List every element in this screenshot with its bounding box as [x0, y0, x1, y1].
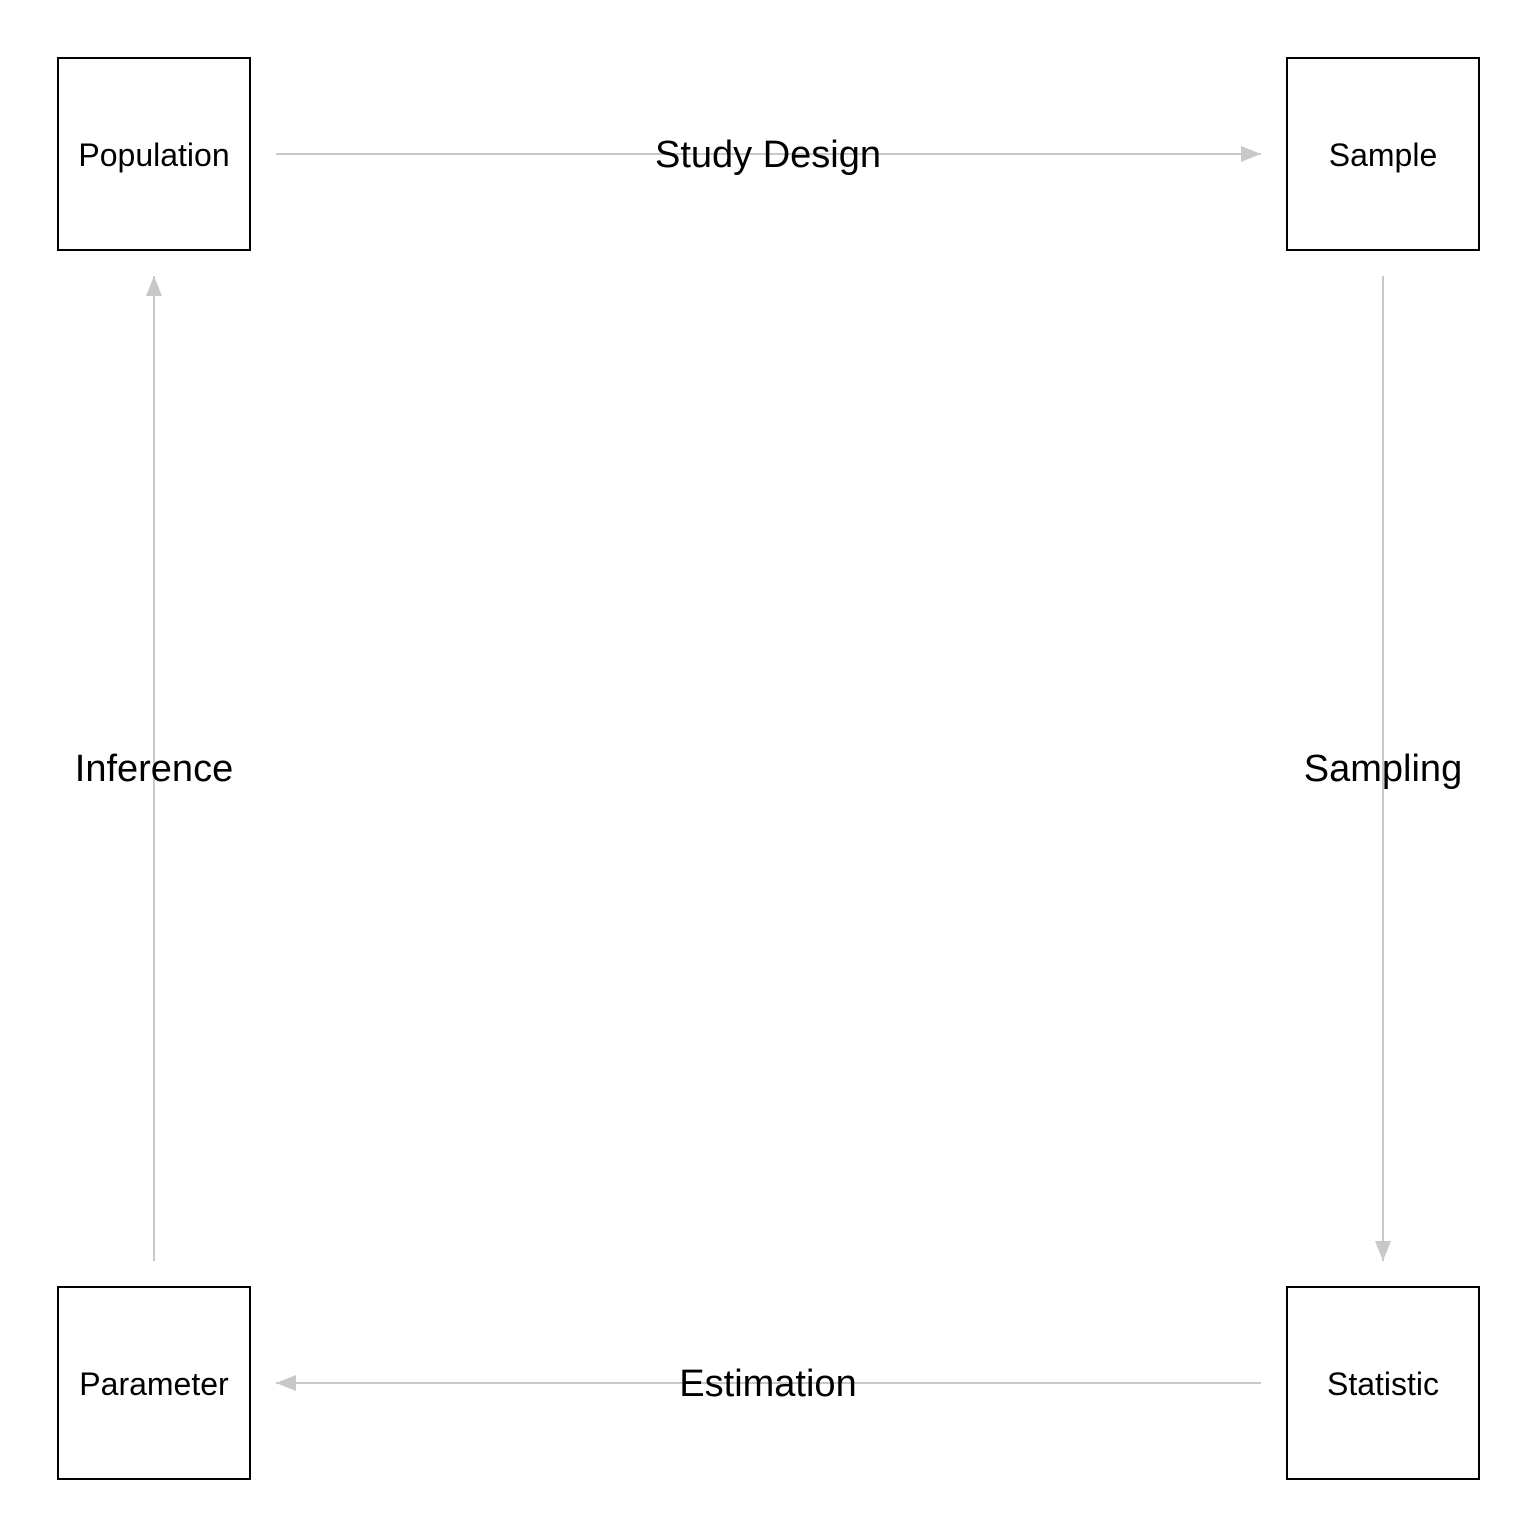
node-label-statistic: Statistic	[1327, 1366, 1439, 1402]
node-label-parameter: Parameter	[79, 1366, 229, 1402]
node-label-population: Population	[78, 137, 229, 173]
edge-label-inference: Inference	[75, 748, 233, 790]
edge-sampling: Sampling	[1304, 276, 1462, 1261]
node-statistic: Statistic	[1286, 1286, 1480, 1480]
edge-label-study-design: Study Design	[655, 134, 881, 176]
node-population: Population	[57, 57, 251, 251]
edge-label-estimation: Estimation	[679, 1363, 856, 1405]
edge-study-design: Study Design	[276, 134, 1261, 176]
edge-label-sampling: Sampling	[1304, 748, 1462, 790]
node-box-statistic	[1286, 1286, 1480, 1480]
node-parameter: Parameter	[57, 1286, 251, 1480]
node-box-parameter	[57, 1286, 251, 1480]
node-sample: Sample	[1286, 57, 1480, 251]
node-box-sample	[1286, 57, 1480, 251]
node-label-sample: Sample	[1329, 137, 1438, 173]
edge-estimation: Estimation	[276, 1363, 1261, 1405]
node-box-population	[57, 57, 251, 251]
edge-inference: Inference	[75, 276, 233, 1261]
